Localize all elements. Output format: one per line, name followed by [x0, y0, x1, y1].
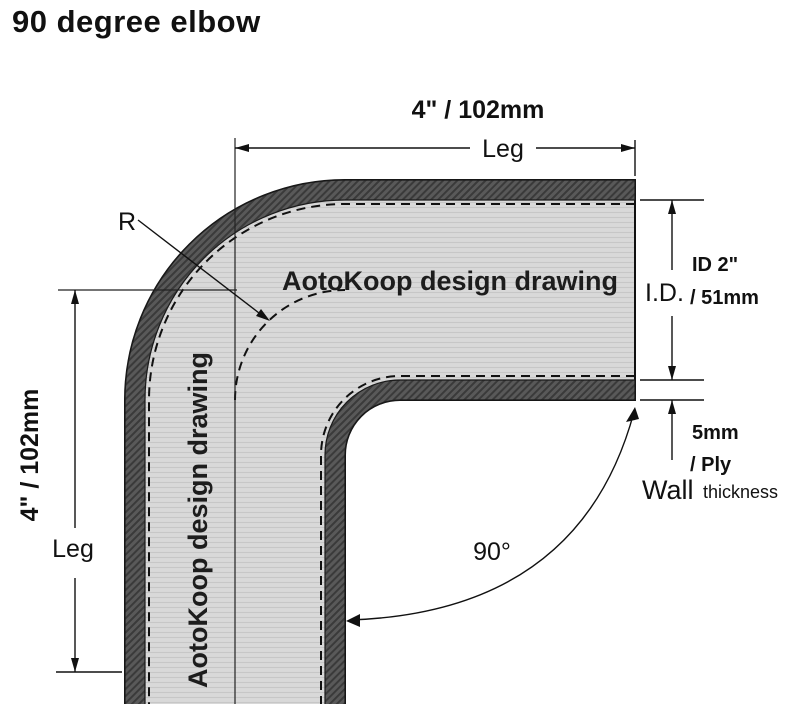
- dimension-left-leg: 4" / 102mm Leg: [16, 290, 122, 673]
- watermarks: AotoKoop design drawing AotoKoop design …: [183, 266, 618, 688]
- bend-centerline-arc: [234, 289, 346, 401]
- pipe-body: [124, 179, 636, 704]
- wall-label-sub: thickness: [703, 482, 778, 502]
- watermark-horizontal: AotoKoop design drawing: [282, 266, 618, 296]
- wall-value-line2: / Ply: [690, 454, 732, 476]
- dimension-inner-diameter: I.D. ID 2" / 51mm: [640, 199, 759, 381]
- id-value-line2: / 51mm: [690, 287, 759, 309]
- angle-callout: 90°: [346, 407, 639, 627]
- left-leg-value: 4" / 102mm: [16, 389, 44, 522]
- centerlines: [58, 138, 237, 704]
- bore-dashed-line-outer: [148, 203, 635, 704]
- top-dim-arrow-right-icon: [621, 144, 635, 152]
- dashed-lines: [148, 203, 635, 704]
- radius-label: R: [118, 208, 136, 236]
- left-leg-label: Leg: [52, 535, 94, 563]
- left-dim-arrow-top-icon: [71, 290, 79, 304]
- angle-arrow-top-icon: [626, 407, 639, 422]
- top-leg-label: Leg: [482, 135, 524, 163]
- wall-arrow-icon: [668, 400, 676, 414]
- id-arrow-top-icon: [668, 200, 676, 214]
- dimension-top-leg: 4" / 102mm Leg: [235, 96, 636, 176]
- angle-arrow-left-icon: [346, 614, 360, 627]
- bore-dashed-line-inner: [320, 375, 635, 704]
- radius-arrow-icon: [256, 309, 270, 321]
- top-dim-arrow-left-icon: [235, 144, 249, 152]
- pipe-inner-wall-band: [324, 379, 636, 704]
- angle-arc: [349, 411, 635, 621]
- watermark-vertical: AotoKoop design drawing: [183, 352, 213, 688]
- radius-leader-line: [137, 219, 260, 314]
- id-label: I.D.: [645, 279, 684, 307]
- page-title: 90 degree elbow: [12, 4, 261, 39]
- top-leg-value: 4" / 102mm: [412, 96, 545, 124]
- id-value-line1: ID 2": [692, 254, 738, 276]
- pipe-outer-wall-band: [124, 179, 636, 704]
- id-arrow-bottom-icon: [668, 366, 676, 380]
- radius-callout: R: [118, 208, 270, 321]
- dimension-wall-thickness: 5mm / Ply Wall thickness: [640, 399, 778, 505]
- angle-label: 90°: [473, 538, 511, 566]
- wall-value-line1: 5mm: [692, 422, 739, 444]
- left-dim-arrow-bottom-icon: [71, 658, 79, 672]
- wall-label-main: Wall: [642, 475, 694, 505]
